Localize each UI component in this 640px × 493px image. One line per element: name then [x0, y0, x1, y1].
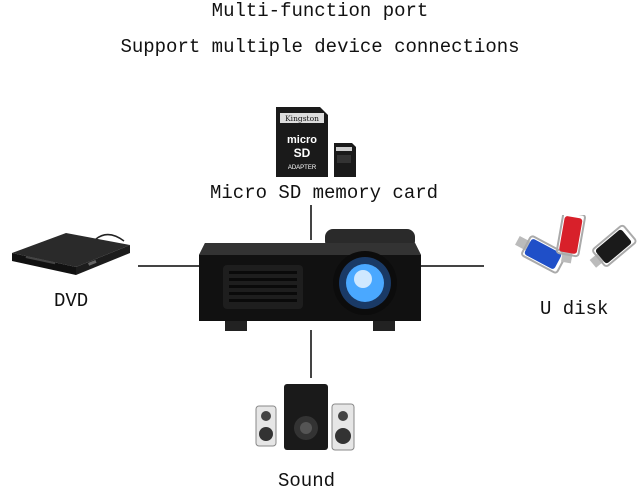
sound-speakers-image — [255, 384, 355, 451]
connector-bottom — [310, 330, 312, 378]
page-subtitle: Support multiple device connections — [120, 36, 520, 58]
label-dvd: DVD — [54, 290, 89, 312]
label-micro-sd: Micro SD memory card — [210, 182, 439, 204]
u-disk-image — [515, 215, 637, 274]
dvd-player-image — [12, 233, 130, 275]
micro-sd-card-image: Kingston micro SD ADAPTER — [276, 107, 356, 177]
sd-adapter-text: ADAPTER — [288, 165, 317, 171]
sd-card-sub: SD — [294, 146, 311, 160]
page-title: Multi-function port — [211, 0, 429, 22]
sd-brand-text: Kingston — [285, 114, 319, 123]
projector-image — [199, 229, 421, 331]
label-sound: Sound — [278, 470, 336, 492]
connector-right — [420, 265, 484, 267]
label-u-disk: U disk — [540, 298, 609, 320]
connector-top — [310, 205, 312, 240]
connector-left — [138, 265, 200, 267]
sd-card-text: micro — [287, 134, 317, 146]
